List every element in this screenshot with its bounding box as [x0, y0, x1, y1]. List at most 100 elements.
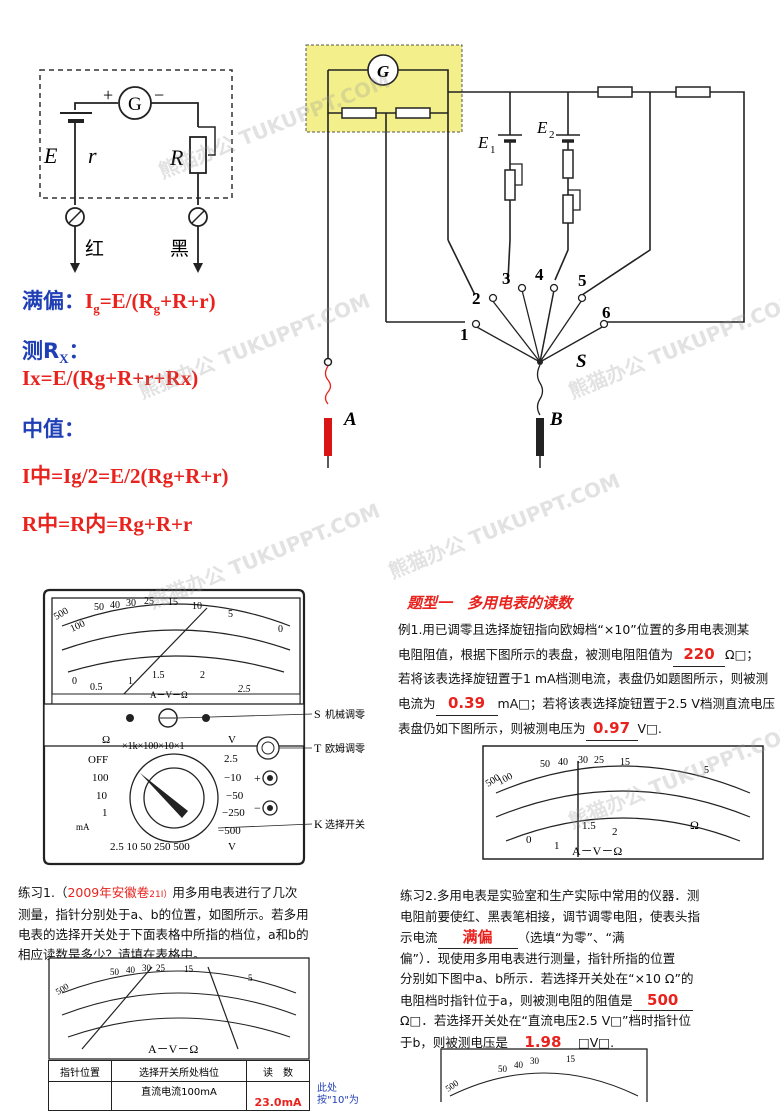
ex1-ohm-25: 25 [594, 755, 604, 766]
practice1-table-header: 指针位置 选择开关所处档位 读 数 [48, 1060, 310, 1082]
p2-ohm-30: 30 [530, 1056, 540, 1066]
practice1-line1b: 用多用电表进行了几次 [172, 885, 298, 900]
practice1-line2: 测量，指针分别处于a、b的位置，如图所示。若多用 [18, 907, 309, 922]
label-S: S [314, 707, 321, 721]
switch-pos-3: 3 [502, 269, 511, 288]
practice2-line7: Ω□．若选择开关处在“直流电压2.5 V□”档时指针位 [400, 1013, 692, 1028]
example1-line4a: 电流为 [398, 696, 436, 711]
table-row: 直流电流100mA 23.0mA [48, 1081, 310, 1111]
practice2-line6a: 电阻档时指针位于a，则被测电阻的阻值是 [400, 992, 633, 1008]
scale-dc-0: 0 [72, 676, 77, 687]
scale-ohm-9: 5 [228, 609, 233, 620]
p2-ohm-50: 50 [498, 1064, 508, 1074]
full-deflection-formula: 满偏：Ig=E/(Rg+R+r) [22, 285, 216, 317]
label-K: K [314, 817, 323, 831]
mid-value-label: 中值： [22, 417, 85, 441]
ex1-scale-text: A－V－Ω [572, 844, 622, 858]
ex1-ohm-30: 30 [578, 755, 588, 766]
scale-dc-3: 1.5 [152, 670, 165, 681]
scale-dc-5: 2.5 [238, 684, 251, 695]
p2-ohm-40: 40 [514, 1060, 524, 1070]
ex1-dc-1: 1 [554, 840, 560, 852]
meas-label: 测R [22, 339, 60, 363]
meas-label-tail: ： [68, 339, 90, 363]
p1-ohm-15: 15 [184, 964, 194, 974]
watermark: 熊猫办公 TUKUPPT.COM [385, 468, 624, 584]
ex1-ohm-symbol: Ω [690, 818, 699, 832]
ex1-dc-1-5: 1.5 [582, 820, 596, 832]
emf-label: E [43, 143, 58, 168]
practice1-side-note: 此处按"10"为 [317, 1083, 359, 1106]
label-T: T [314, 741, 322, 755]
scale-ohm-6: 25 [144, 596, 154, 607]
scale-ohm-0: 500 [52, 606, 70, 623]
example1-line1: 例1.用已调零且选择旋钮指向欧姆档“×10”位置的多用电表测某 [398, 622, 750, 637]
jack-plus: + [254, 771, 261, 785]
table-header-pointer: 指针位置 [48, 1060, 112, 1082]
table-cell-pointer-a [48, 1081, 112, 1111]
label-ma: mA [76, 822, 90, 832]
scale-ohm-11: 0 [278, 624, 283, 635]
scale-dc-2: 1 [128, 676, 133, 687]
label-S-text: 机械调零 [325, 708, 365, 721]
label-off: OFF [88, 754, 108, 766]
practice2-line4: 偏”）．现使用多用电表进行测量，指针所指的位置 [400, 950, 676, 966]
p1-scale-text: A－V－Ω [148, 1042, 198, 1056]
resistor-R-label: R [169, 145, 184, 170]
ex1-dc-0: 0 [526, 834, 532, 846]
practice2-answer-resistance: 500 [632, 990, 693, 1011]
practice1-table: 指针位置 选择开关所处档位 读 数 直流电流100mA 23.0mA [48, 1060, 310, 1111]
mid-resistance-formula: R中=R内=Rg+R+r [22, 512, 193, 536]
practice1-line1: 练习1.（2009年安徽卷21Ⅰ）用多用电表进行了几次 [18, 883, 386, 905]
ex1-ohm-50: 50 [540, 759, 550, 770]
scale-dc-4: 2 [200, 670, 205, 681]
practice2-text: 练习2.多用电表是实验室和生产实际中常用的仪器．测 电阻前要使红、黑表笔相接，调… [400, 886, 776, 1053]
p1-ohm-40: 40 [126, 965, 136, 975]
table-header-reading: 读 数 [246, 1060, 310, 1082]
table-cell-reading: 23.0mA [246, 1081, 310, 1111]
practice2-line3: 示电流满偏（选填“为零”、“满 [400, 927, 776, 949]
scale-ohm-4: 40 [110, 600, 120, 611]
practice2-line1: 练习2.多用电表是实验室和生产实际中常用的仪器．测 [400, 888, 700, 903]
range-left-1: 1 [102, 807, 108, 819]
range-right-50: −50 [226, 790, 244, 802]
mid-current-formula: I中=Ig/2=E/2(Rg+R+r) [22, 464, 229, 488]
multimeter-front-panel: 500 100 50 40 30 25 15 10 5 0 0 0.5 1 1.… [42, 588, 365, 866]
practice2-line3b: （选填“为零”、“满 [517, 930, 625, 945]
practice1-text: 练习1.（2009年安徽卷21Ⅰ）用多用电表进行了几次 测量，指针分别处于a、b… [18, 883, 386, 965]
section-title: 题型一 多用电表的读数 [407, 594, 573, 612]
switch-pos-5: 5 [578, 271, 587, 290]
practice2-answer-fullscale: 满偏 [437, 927, 518, 949]
range-bottom: 2.5 10 50 250 500 [110, 841, 190, 853]
switch-pos-1: 1 [460, 325, 469, 344]
measure-rx-label: 测RX： [22, 335, 90, 367]
range-right-250: −250 [222, 807, 245, 819]
black-probe-label: 黑 [170, 238, 189, 260]
example1-line4b: mA□；若将该表选择旋钮置于2.5 V档测直流电压 [497, 696, 775, 711]
e2-label: E [536, 118, 548, 137]
example1-line2a: 电阻阻值，根据下图所示的表盘，被测电阻阻值为 [398, 647, 674, 662]
ex1-dc-2: 2 [612, 826, 618, 838]
scale-ohm-3: 50 [94, 602, 104, 613]
p1-ohm-30: 30 [142, 963, 152, 973]
red-probe-label: 红 [85, 238, 104, 260]
p1-ohm-5: 5 [248, 973, 253, 983]
practice1-line1a: 练习1.（ [18, 885, 68, 900]
label-K-text: 选择开关 [325, 818, 365, 831]
practice2-line8a: 于b，则被测电压是 [400, 1034, 508, 1050]
full-eq-i: I [85, 289, 94, 313]
range-bottom-v: V [228, 841, 236, 853]
example1-meter-dial: 500 100 50 40 30 25 15 5 Ω 0 1 1.5 2 A－V… [482, 745, 764, 860]
jack-minus: − [254, 801, 261, 815]
ex1-ohm-5: 5 [704, 765, 709, 776]
scale-ohm-8: 10 [192, 601, 202, 612]
full-label: 满偏： [22, 289, 85, 313]
label-v-mode: V [228, 734, 236, 746]
galvanometer-G-label: G [377, 62, 390, 81]
switch-pos-4: 4 [535, 265, 544, 284]
scale-ohm-7: 15 [168, 597, 178, 608]
